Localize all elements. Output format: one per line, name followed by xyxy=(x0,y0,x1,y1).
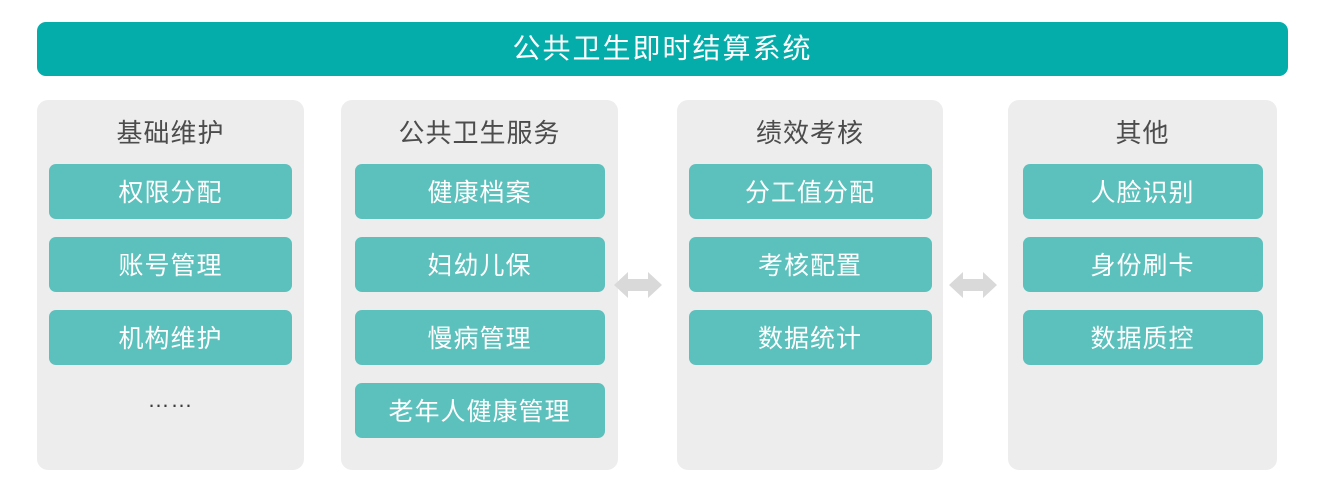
system-title-text: 公共卫生即时结算系统 xyxy=(512,33,813,64)
module-item-account-management[interactable]: 账号管理 xyxy=(49,236,292,292)
module-item-elderly-health-management[interactable]: 老年人健康管理 xyxy=(354,382,605,438)
module-item-data-statistics[interactable]: 数据统计 xyxy=(688,309,932,365)
double-arrow-icon-right xyxy=(949,265,997,305)
module-item-face-recognition[interactable]: 人脸识别 xyxy=(1022,163,1263,219)
module-columns: 基础维护 权限分配 账号管理 机构维护 …… 公共卫生服务 健康档案 妇幼儿保 … xyxy=(37,100,1277,470)
module-item-health-record[interactable]: 健康档案 xyxy=(354,163,605,219)
module-item-institution-maintenance[interactable]: 机构维护 xyxy=(49,309,292,365)
panel-items-basic-maintenance: 权限分配 账号管理 机构维护 xyxy=(37,163,304,365)
module-panel-public-health-service: 公共卫生服务 健康档案 妇幼儿保 慢病管理 老年人健康管理 xyxy=(341,100,618,470)
module-item-id-card-swipe[interactable]: 身份刷卡 xyxy=(1022,236,1263,292)
panel-title-performance-assessment: 绩效考核 xyxy=(755,118,864,148)
panel-title-basic-maintenance: 基础维护 xyxy=(116,118,225,148)
panel-items-performance-assessment: 分工值分配 考核配置 数据统计 xyxy=(677,163,943,365)
module-panel-performance-assessment: 绩效考核 分工值分配 考核配置 数据统计 xyxy=(677,100,943,470)
module-item-permission-assignment[interactable]: 权限分配 xyxy=(49,163,292,219)
panel-items-other: 人脸识别 身份刷卡 数据质控 xyxy=(1008,163,1277,365)
module-item-work-value-allocation[interactable]: 分工值分配 xyxy=(688,163,932,219)
module-item-maternal-child-care[interactable]: 妇幼儿保 xyxy=(354,236,605,292)
module-panel-basic-maintenance: 基础维护 权限分配 账号管理 机构维护 …… xyxy=(37,100,304,470)
panel-ellipsis-row-basic-maintenance: …… xyxy=(37,385,304,415)
panel-title-other: 其他 xyxy=(1115,118,1170,148)
ellipsis-text: …… xyxy=(147,386,194,412)
module-item-data-quality-control[interactable]: 数据质控 xyxy=(1022,309,1263,365)
module-panel-other: 其他 人脸识别 身份刷卡 数据质控 xyxy=(1008,100,1277,470)
system-title-bar: 公共卫生即时结算系统 xyxy=(37,22,1288,76)
panel-items-public-health-service: 健康档案 妇幼儿保 慢病管理 老年人健康管理 xyxy=(341,163,618,438)
double-arrow-icon-left xyxy=(614,265,662,305)
module-item-assessment-configuration[interactable]: 考核配置 xyxy=(688,236,932,292)
panel-title-public-health-service: 公共卫生服务 xyxy=(398,118,561,148)
module-item-chronic-disease-management[interactable]: 慢病管理 xyxy=(354,309,605,365)
